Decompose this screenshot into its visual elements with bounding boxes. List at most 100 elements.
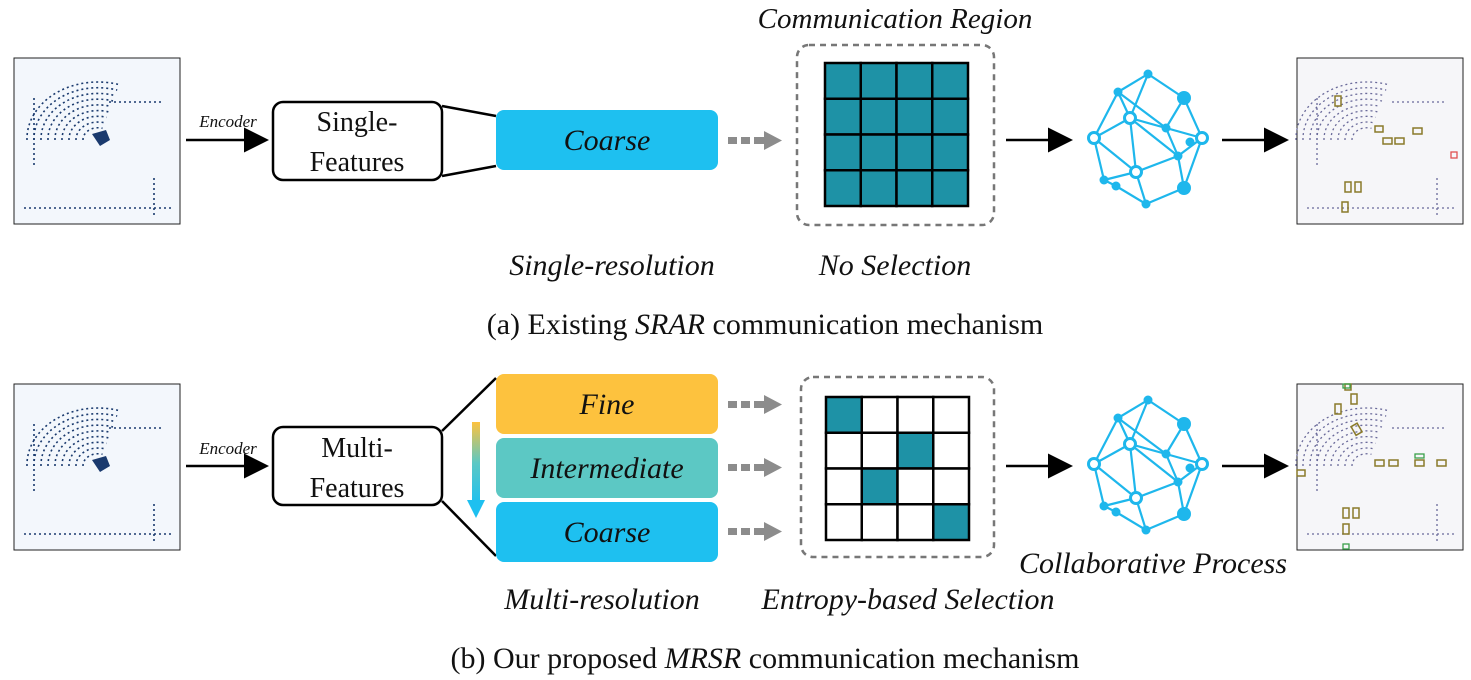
network-node <box>1177 91 1191 105</box>
lidar-ring <box>61 109 109 141</box>
grid-cell <box>824 503 863 542</box>
grid-cell <box>860 431 899 470</box>
multi-features-line1: Multi- <box>321 433 393 464</box>
network-node <box>1195 131 1209 145</box>
grid-cell <box>859 133 898 172</box>
grid-cell <box>860 503 899 542</box>
lidar-ring <box>1302 87 1387 141</box>
network-node <box>1111 181 1121 191</box>
grid-cell <box>932 431 971 470</box>
grid-cell <box>896 503 935 542</box>
output-detection-b <box>1295 383 1464 551</box>
network-node <box>1099 175 1109 185</box>
ego-vehicle-points <box>92 456 110 472</box>
single-features-box <box>271 100 444 182</box>
network-icon-a <box>1087 69 1209 209</box>
network-edge <box>1128 117 1138 173</box>
network-edge <box>1182 97 1204 139</box>
communication-region-b <box>799 375 996 559</box>
network-edge <box>1129 117 1179 157</box>
caption-a: (a) Existing SRAR communication mechanis… <box>487 308 1044 341</box>
network-node <box>1143 395 1153 405</box>
network-node <box>1177 507 1191 521</box>
grid-cell <box>823 97 862 136</box>
grid-cell <box>895 61 934 100</box>
network-edge <box>1117 399 1149 419</box>
lidar-ring <box>33 412 118 467</box>
grid-cell <box>896 431 935 470</box>
network-edge <box>1093 91 1119 139</box>
communication-region-a <box>795 43 996 227</box>
lidar-ring <box>1337 115 1376 141</box>
network-node <box>1195 457 1209 471</box>
lidar-ring <box>1309 418 1385 467</box>
lidar-ring <box>1330 435 1378 467</box>
grid-cell <box>895 133 934 172</box>
coarse-box-a <box>496 110 718 170</box>
network-node <box>1087 457 1101 471</box>
network-node <box>1185 137 1195 147</box>
network-edge <box>1117 73 1149 93</box>
network-edge <box>1164 127 1180 157</box>
grid-cell <box>824 467 863 506</box>
network-node <box>1141 525 1151 535</box>
network-node <box>1113 87 1123 97</box>
caption-b: (b) Our proposed MRSR communication mech… <box>450 642 1079 675</box>
network-node <box>1129 491 1143 505</box>
connector-bottom-b <box>441 500 497 557</box>
detection-boxes-b <box>1296 383 1447 535</box>
grid-a <box>823 61 970 208</box>
network-node <box>1129 165 1143 179</box>
network-edge <box>1135 480 1179 500</box>
single-resolution-caption: Single-resolution <box>509 249 715 282</box>
grid-cell <box>859 169 898 208</box>
network-edge <box>1128 73 1150 119</box>
lidar-ring <box>1309 92 1385 141</box>
grid-cell <box>895 97 934 136</box>
row-b: Encoder Multi- Features Fine Intermediat… <box>13 374 1464 675</box>
network-node <box>1177 417 1191 431</box>
network-node <box>1161 449 1171 459</box>
grid-cell <box>932 467 971 506</box>
grid-cell <box>860 467 899 506</box>
multi-resolution-caption: Multi-resolution <box>503 583 700 616</box>
network-edge <box>1093 417 1119 465</box>
lidar-ring <box>40 418 116 467</box>
grid-cell <box>860 395 899 434</box>
network-edge <box>1092 463 1106 507</box>
grid-cell <box>823 133 862 172</box>
network-edge <box>1182 463 1204 515</box>
network-node <box>1123 111 1137 125</box>
network-node <box>1087 131 1101 145</box>
grid-cell <box>824 395 863 434</box>
network-edge <box>1117 417 1167 455</box>
grid-cell <box>859 97 898 136</box>
grid-cell <box>931 97 970 136</box>
encoder-label-b: Encoder <box>198 439 257 458</box>
network-node <box>1143 69 1153 79</box>
lidar-ring <box>61 435 109 467</box>
fine-label: Fine <box>579 388 635 421</box>
resolution-gradient-arrow <box>467 422 485 518</box>
intermediate-label: Intermediate <box>529 452 683 485</box>
network-edge <box>1147 73 1185 99</box>
network-edge <box>1115 185 1147 205</box>
grid-cell <box>931 133 970 172</box>
lidar-ring <box>1316 98 1383 141</box>
network-node <box>1177 181 1191 195</box>
coarse-label-a: Coarse <box>564 124 651 157</box>
grid-cell <box>823 61 862 100</box>
network-edge <box>1092 137 1106 181</box>
detection-boxes-a <box>1334 95 1423 213</box>
multi-features-box <box>271 425 444 507</box>
grid-cell <box>931 169 970 208</box>
network-node <box>1111 507 1121 517</box>
network-edge <box>1093 463 1137 499</box>
grid-cell <box>932 395 971 434</box>
connector-top-a <box>441 104 497 118</box>
connector-bottom-a <box>441 164 497 178</box>
network-node <box>1099 501 1109 511</box>
lidar-ring <box>82 126 103 141</box>
coarse-box-b <box>496 502 718 562</box>
